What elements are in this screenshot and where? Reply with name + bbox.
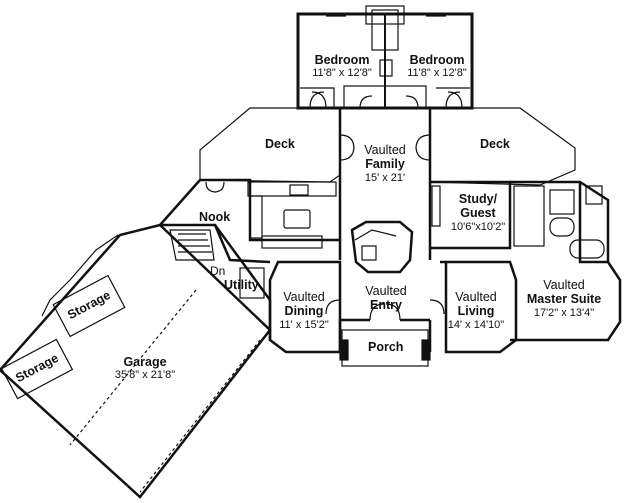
study-label: Study/ Guest 10'6"x10'2" [446, 192, 510, 233]
dining-dims: 11' x 15'2" [279, 318, 329, 331]
bedroom-right-name: Bedroom [409, 53, 465, 67]
bedroom-left-label: Bedroom 11'8" x 12'8" [306, 53, 378, 80]
family-name: Family [365, 157, 405, 172]
garage-walls [0, 223, 272, 499]
bedroom-left-dims: 11'8" x 12'8" [312, 67, 372, 80]
living-dims: 14' x 14'10" [447, 318, 505, 331]
study-name: Study/ [458, 192, 498, 206]
stairs [169, 229, 215, 261]
master-name: Master Suite [526, 292, 602, 307]
family-room-walls [338, 108, 432, 260]
stairs-down-label: Dn [210, 264, 226, 278]
bedroom-right-label: Bedroom 11'8" x 12'8" [401, 53, 473, 80]
storage-upper-box [52, 274, 126, 338]
entry-vaulted: Vaulted [365, 284, 407, 298]
utility-walls [160, 223, 272, 340]
dining-walls [268, 260, 342, 354]
family-label: Vaulted Family 15' x 21' [350, 143, 420, 184]
entry-core [350, 220, 414, 274]
family-dims: 15' x 21' [364, 171, 406, 184]
living-name: Living [457, 304, 495, 319]
living-walls [444, 260, 518, 354]
bedroom-wing-walls [296, 5, 474, 110]
porch-label: Porch [368, 340, 404, 354]
family-vaulted: Vaulted [364, 143, 406, 157]
garage-dims: 35'8" x 21'8" [114, 369, 176, 382]
dining-label: Vaulted Dining 11' x 15'2" [276, 290, 332, 331]
deck-left-label: Deck [265, 137, 295, 151]
master-vaulted: Vaulted [543, 278, 585, 292]
living-label: Vaulted Living 14' x 14'10" [444, 290, 508, 331]
living-vaulted: Vaulted [455, 290, 497, 304]
dining-name: Dining [284, 304, 324, 319]
nook-label: Nook [199, 210, 231, 224]
bedroom-left-name: Bedroom [314, 53, 370, 67]
garage-name: Garage [123, 355, 167, 369]
master-suite-walls [510, 180, 622, 342]
entry-label: Vaulted Entry [358, 284, 414, 313]
deck-right-label: Deck [480, 137, 510, 151]
study-name-2: Guest [460, 206, 496, 221]
storage-lower-box [0, 338, 74, 400]
utility-label: Utility [224, 278, 259, 292]
garage-label: Garage 35'8" x 21'8" [100, 355, 190, 382]
study-walls [430, 180, 512, 250]
study-dims: 10'6"x10'2" [450, 220, 506, 233]
entry-name: Entry [370, 298, 402, 313]
master-label: Vaulted Master Suite 17'2" x 13'4" [520, 278, 608, 319]
dining-vaulted: Vaulted [283, 290, 325, 304]
master-dims: 17'2" x 13'4" [533, 306, 595, 319]
bedroom-right-dims: 11'8" x 12'8" [407, 67, 467, 80]
